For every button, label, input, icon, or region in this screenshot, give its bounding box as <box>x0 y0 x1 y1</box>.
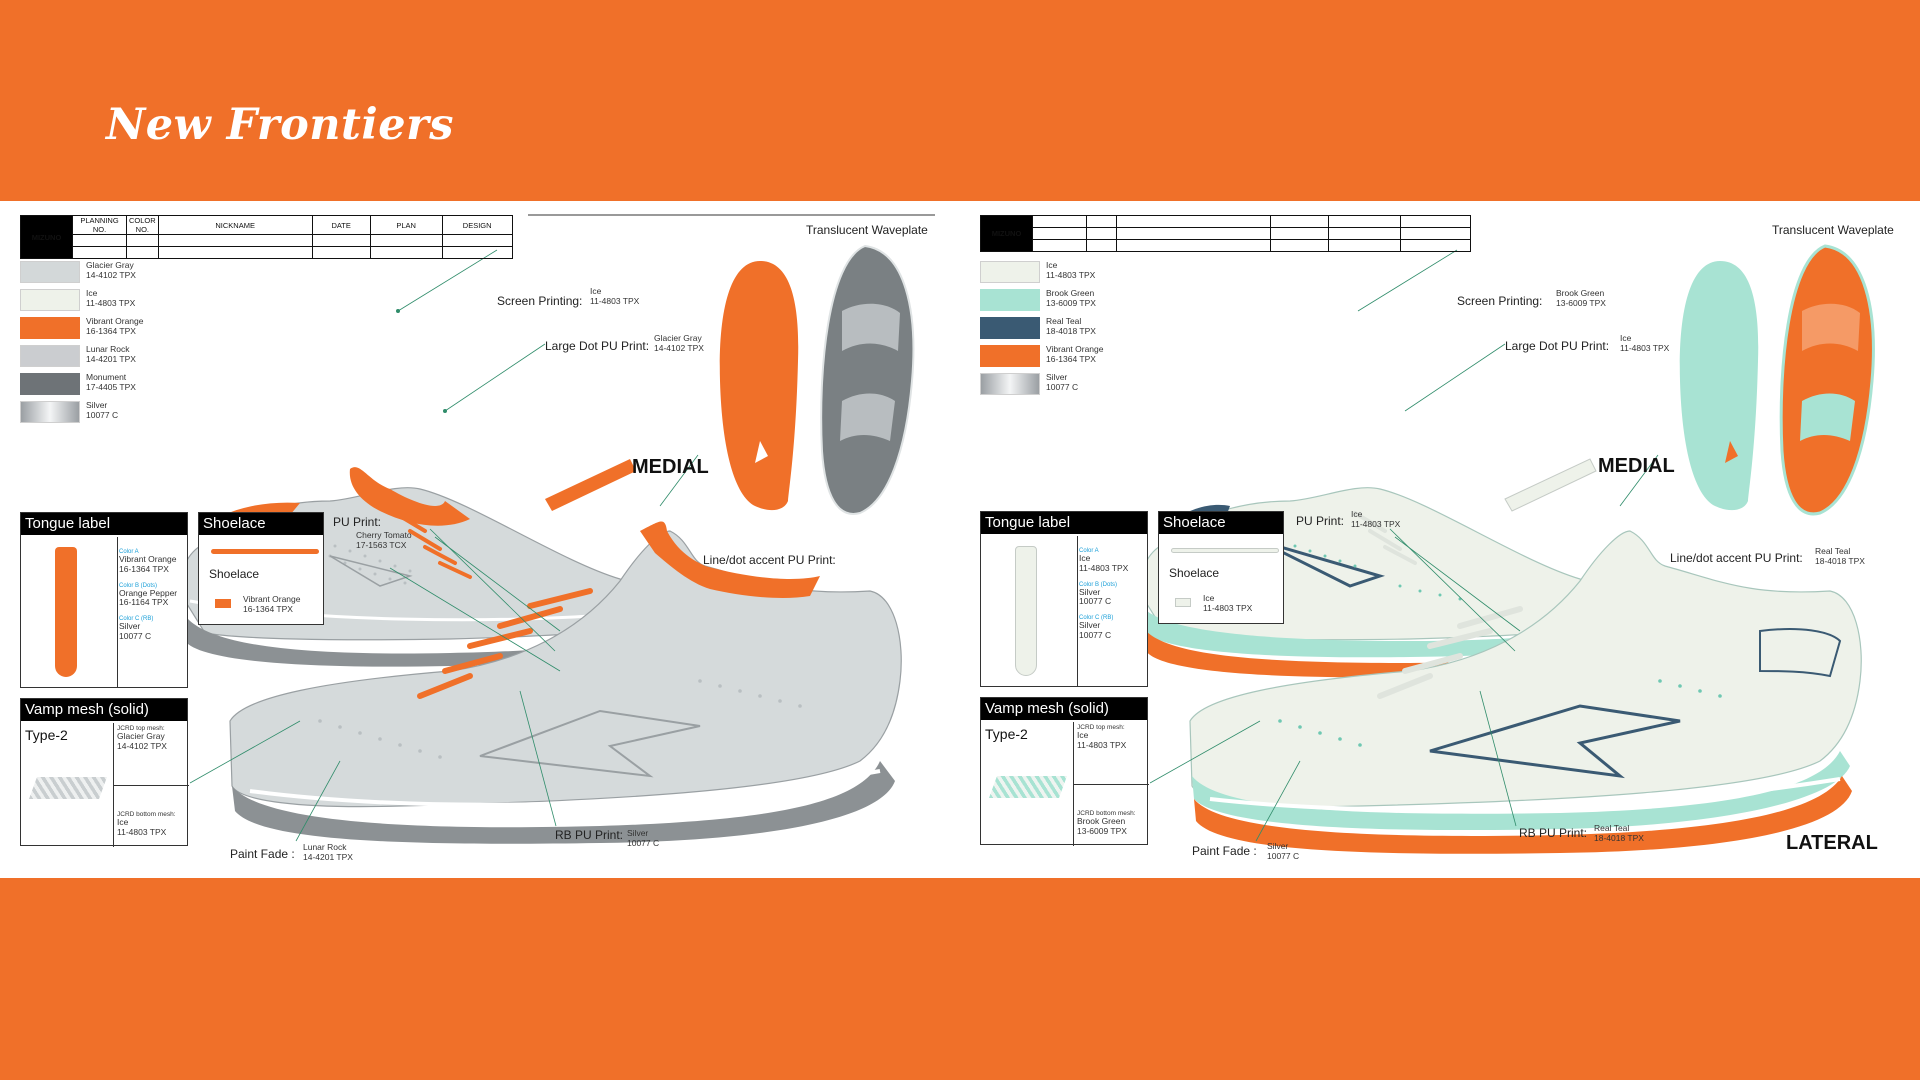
swatch-vibrant-orange <box>980 345 1040 367</box>
mizuno-logo: MIZUNO <box>980 215 1033 252</box>
callout-pu-print: PU Print: <box>1296 514 1345 528</box>
slide-title: New Frontiers <box>106 100 454 150</box>
callout-paint-fade: Paint Fade : <box>230 847 295 861</box>
waveplate-label: Translucent Waveplate <box>1772 223 1894 237</box>
tongue-label-graphic <box>1015 546 1037 676</box>
lateral-shoe-right <box>1189 458 1862 854</box>
tongue-label-graphic <box>55 547 77 677</box>
swatch-silver <box>980 373 1040 395</box>
callout-large-dot: Large Dot PU Print: <box>545 339 650 353</box>
mesh-graphic <box>28 777 108 799</box>
callout-line-dot: Line/dot accent PU Print: <box>703 553 836 567</box>
callout-paint-fade: Paint Fade : <box>1192 844 1257 858</box>
callout-rb-pu-print: RB PU Print: <box>1519 826 1588 840</box>
swatch-monument <box>20 373 80 395</box>
lateral-shoe-left <box>229 459 902 844</box>
callout-rb-pu-print: RB PU Print: <box>555 828 624 842</box>
view-label-medial: MEDIAL <box>632 456 709 478</box>
callout-large-dot: Large Dot PU Print: <box>1505 339 1610 353</box>
shoelace-graphic <box>211 549 319 554</box>
swatch-ice <box>980 261 1040 283</box>
tech-sheet: MIZUNO PLANNING NO. COLOR NO. NICKNAME D… <box>0 201 1920 878</box>
view-label-lateral: LATERAL <box>1786 832 1878 854</box>
swatch-lunar-rock <box>20 345 80 367</box>
header-table-right: MIZUNO <box>980 215 1471 252</box>
swatch-silver <box>20 401 80 423</box>
swatch-ice <box>20 289 80 311</box>
vamp-mesh-box: Vamp mesh (solid) Type-2 JCRD top mesh: … <box>20 698 189 847</box>
callout-screen-printing: Screen Printing: <box>497 294 583 308</box>
colorway-panel-left: MIZUNO PLANNING NO. COLOR NO. NICKNAME D… <box>0 201 960 878</box>
mizuno-logo: MIZUNO <box>20 215 73 259</box>
header-table-left: MIZUNO PLANNING NO. COLOR NO. NICKNAME D… <box>20 215 513 259</box>
waveplate-label: Translucent Waveplate <box>806 223 928 237</box>
swatch-glacier-gray <box>20 261 80 283</box>
mesh-graphic <box>988 776 1068 798</box>
shoelace-graphic <box>1171 548 1279 553</box>
vamp-mesh-box: Vamp mesh (solid) Type-2 JCRD top mesh: … <box>980 697 1149 846</box>
callout-pu-print: PU Print: <box>333 515 382 529</box>
swatch-vibrant-orange <box>20 317 80 339</box>
swatch-brook-green <box>980 289 1040 311</box>
callout-line-dot: Line/dot accent PU Print: <box>1670 551 1803 565</box>
callout-screen-printing: Screen Printing: <box>1457 294 1543 308</box>
left-artwork <box>180 214 935 844</box>
view-label-medial: MEDIAL <box>1598 455 1675 477</box>
swatch-real-teal <box>980 317 1040 339</box>
